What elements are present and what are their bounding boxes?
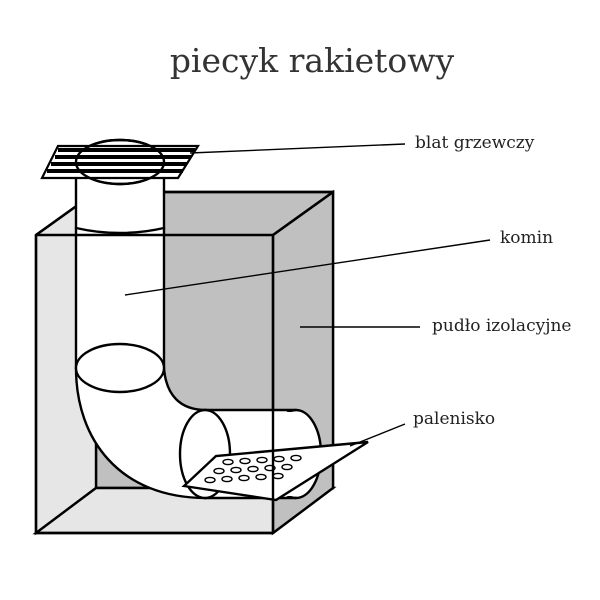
- grate-hole: [256, 456, 268, 464]
- firebox-leader: [349, 423, 406, 447]
- box-top-right-edge: [271, 190, 335, 237]
- heating-plate-label: blat grzewczy: [415, 133, 535, 153]
- grate-holes: [204, 454, 302, 484]
- grate-hole: [204, 476, 216, 484]
- firebox-grate: [181, 440, 369, 502]
- chimney-left-edge: [74, 226, 208, 500]
- grate-hole: [239, 457, 251, 465]
- grate-hole: [213, 467, 225, 475]
- grate-hole: [221, 475, 233, 483]
- grate-hole: [255, 473, 267, 481]
- heating-plate: [40, 138, 200, 186]
- grate-hole: [222, 458, 234, 466]
- chimney-label: komin: [500, 228, 553, 248]
- firebox-label: palenisko: [413, 409, 495, 429]
- box-front-frame: [34, 190, 335, 535]
- plate-chimney-ring: [74, 138, 166, 186]
- grate-hole: [272, 472, 284, 480]
- grate-hole: [230, 466, 242, 474]
- callout-lines: [124, 143, 491, 447]
- insulation-box-label: pudło izolacyjne: [432, 316, 571, 336]
- diagram-title: piecyk rakietowy: [170, 41, 455, 80]
- heating-plate-leader: [189, 143, 406, 154]
- box-front-outline: [34, 233, 275, 535]
- grate-hole: [247, 465, 259, 473]
- grate-hole: [238, 474, 250, 482]
- grate-hole: [281, 463, 293, 471]
- chimney-pipe: [74, 226, 208, 500]
- chimney-opening: [74, 342, 166, 394]
- grate-plate: [181, 440, 369, 502]
- grate-hole: [290, 454, 302, 462]
- chimney-leader: [124, 239, 491, 296]
- grate-hole: [273, 455, 285, 463]
